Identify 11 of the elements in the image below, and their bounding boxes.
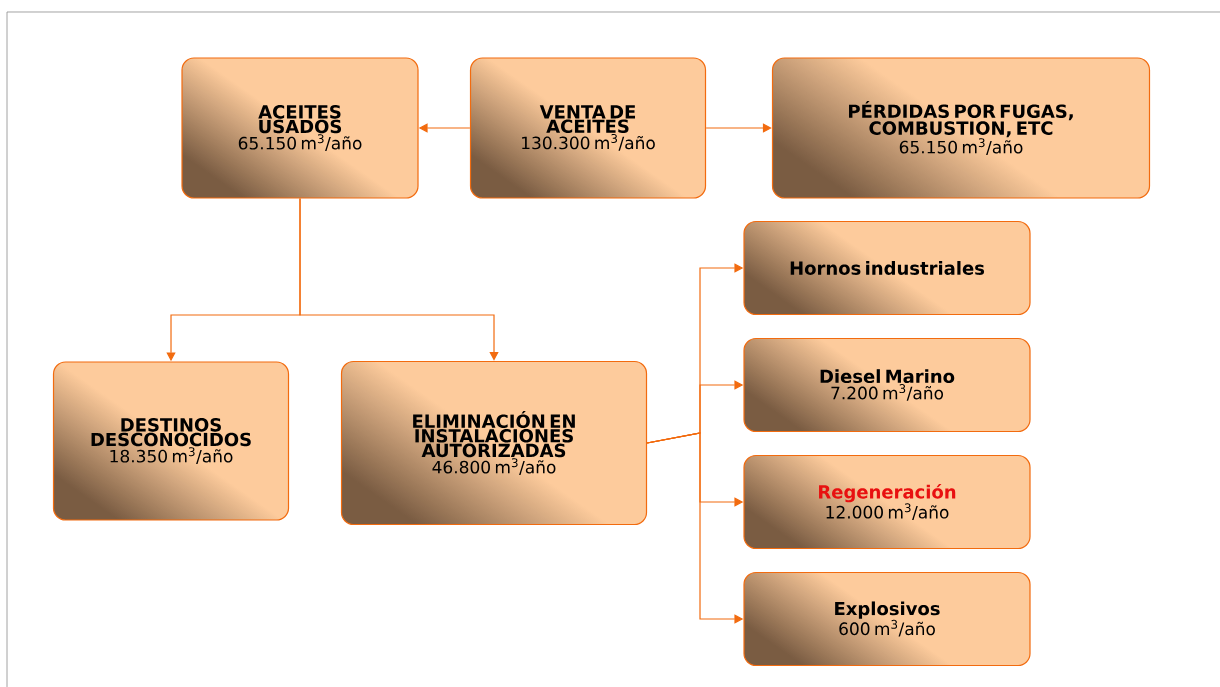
arrow	[705, 123, 772, 133]
process-box: ACEITES USADOS 65.150 m$^{3}$/año	[181, 57, 419, 199]
arrow	[299, 198, 499, 361]
process-box: Hornos industriales	[743, 220, 1031, 316]
process-box: DESTINOS DESCONOCIDOS 18.350 m$^{3}$/año	[52, 361, 290, 521]
process-box: PÉRDIDAS POR FUGAS, COMBUSTION, ETC 65.150 m$^{3}$/año	[771, 57, 1151, 199]
process-box: ELIMINACIÓN EN INSTALACIONES AUTORIZADAS 46.800 m$^{3}$/año	[340, 360, 648, 526]
process-box: Diesel Marino 7.200 m$^{3}$/año	[743, 337, 1031, 433]
process-box: Explosivos 600 m$^{3}$/año	[743, 571, 1031, 667]
process-box: Regeneración 12.000 m$^{3}$/año	[743, 454, 1031, 550]
process-box: VENTA DE ACEITES 130.300 m$^{3}$/año	[469, 57, 707, 199]
